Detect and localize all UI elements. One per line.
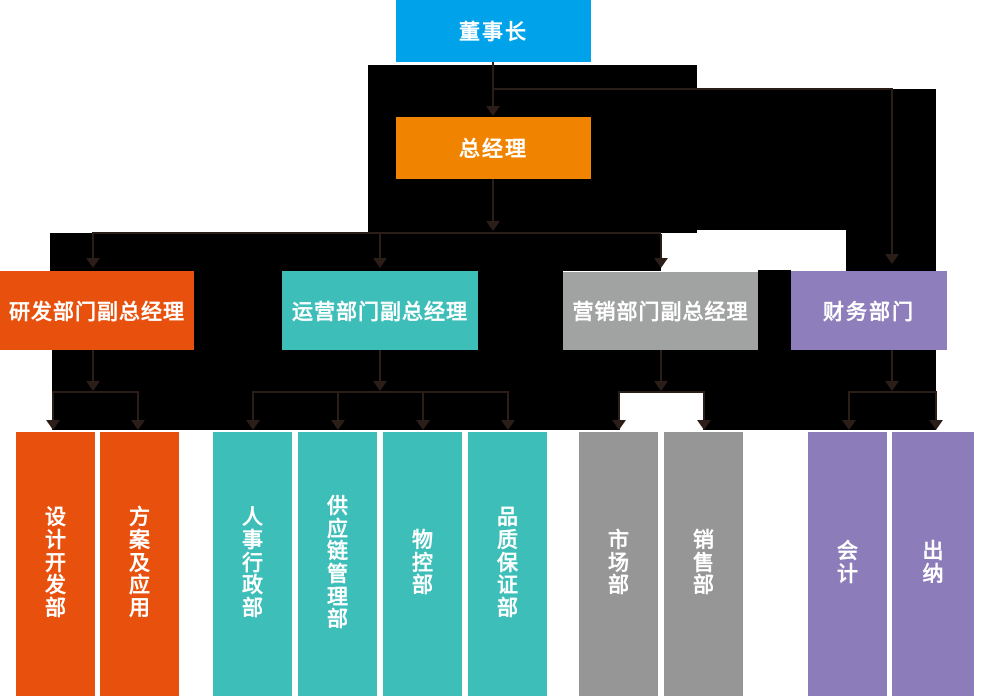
- background-block: [758, 270, 791, 350]
- arrow-down-icon: [486, 106, 500, 116]
- connector-line: [848, 391, 937, 393]
- connector-line: [422, 393, 424, 421]
- dept-column-material-ctrl: 物控部: [383, 432, 462, 696]
- arrow-down-icon: [373, 381, 387, 391]
- arrow-down-icon: [885, 381, 899, 391]
- connector-line: [507, 393, 509, 421]
- arrow-down-icon: [612, 420, 626, 430]
- org-node-operations-vp: 运营部门副总经理: [282, 271, 478, 350]
- arrow-down-icon: [697, 420, 711, 430]
- dept-column-label: 设计开发部: [45, 506, 66, 620]
- connector-line: [660, 234, 662, 260]
- arrow-down-icon: [331, 420, 345, 430]
- arrow-down-icon: [246, 420, 260, 430]
- connector-line: [252, 391, 509, 393]
- connector-line: [703, 393, 705, 421]
- connector-line: [337, 393, 339, 421]
- connector-line: [92, 350, 94, 383]
- dept-column-cashier: 出纳: [892, 432, 974, 696]
- org-node-label: 营销部门副总经理: [572, 301, 749, 324]
- connector-line: [618, 391, 705, 393]
- dept-column-sales: 销售部: [664, 432, 743, 696]
- background-gap: [620, 393, 703, 430]
- connector-line: [891, 88, 893, 256]
- dept-column-quality: 品质保证部: [468, 432, 547, 696]
- arrow-down-icon: [654, 258, 668, 268]
- dept-column-label: 方案及应用: [129, 506, 150, 620]
- connector-line: [492, 88, 893, 90]
- dept-column-label: 会计: [837, 540, 858, 586]
- dept-column-hr-admin: 人事行政部: [213, 432, 292, 696]
- connector-line: [92, 234, 94, 260]
- connector-line: [848, 393, 850, 421]
- connector-line: [891, 350, 893, 383]
- org-node-label: 财务部门: [823, 300, 915, 324]
- arrow-down-icon: [842, 420, 856, 430]
- dept-column-design-dev: 设计开发部: [16, 432, 95, 696]
- connector-line: [660, 350, 662, 383]
- connector-line: [92, 232, 661, 234]
- org-node-label: 研发部门副总经理: [9, 300, 185, 324]
- arrow-down-icon: [885, 254, 899, 264]
- arrow-down-icon: [501, 420, 515, 430]
- connector-line: [52, 391, 139, 393]
- connector-line: [379, 234, 381, 260]
- connector-line: [492, 62, 494, 110]
- connector-line: [618, 393, 620, 421]
- arrow-down-icon: [486, 221, 500, 231]
- dept-column-label: 物控部: [412, 528, 433, 598]
- connector-line: [137, 393, 139, 421]
- arrow-down-icon: [86, 258, 100, 268]
- org-node-finance-dept: 财务部门: [791, 271, 947, 350]
- connector-line: [379, 350, 381, 383]
- dept-column-label: 销售部: [693, 528, 714, 598]
- org-node-label: 总经理: [459, 138, 528, 161]
- org-node-chairman: 董事长: [396, 0, 591, 62]
- dept-column-accounting: 会计: [808, 432, 887, 696]
- org-node-marketing-vp: 营销部门副总经理: [563, 272, 758, 350]
- arrow-down-icon: [46, 420, 60, 430]
- background-block: [194, 270, 282, 350]
- connector-line: [935, 393, 937, 421]
- dept-column-solutions: 方案及应用: [100, 432, 179, 696]
- background-block: [52, 350, 936, 430]
- dept-column-label: 品质保证部: [497, 506, 518, 620]
- connector-line: [492, 179, 494, 223]
- arrow-down-icon: [373, 258, 387, 268]
- dept-column-supply-chain: 供应链管理部: [298, 432, 377, 696]
- org-node-label: 董事长: [459, 21, 528, 44]
- background-block: [656, 89, 936, 230]
- arrow-down-icon: [929, 420, 943, 430]
- arrow-down-icon: [86, 381, 100, 391]
- connector-line: [52, 393, 54, 421]
- connector-line: [252, 393, 254, 421]
- org-node-rd-vp: 研发部门副总经理: [0, 271, 194, 350]
- dept-column-label: 供应链管理部: [327, 494, 348, 632]
- org-node-general-manager: 总经理: [396, 117, 591, 179]
- dept-column-label: 出纳: [922, 540, 944, 586]
- arrow-down-icon: [131, 420, 145, 430]
- dept-column-label: 人事行政部: [242, 506, 263, 620]
- org-node-label: 运营部门副总经理: [292, 300, 468, 324]
- dept-column-label: 市场部: [608, 528, 629, 598]
- arrow-down-icon: [654, 381, 668, 391]
- dept-column-market: 市场部: [579, 432, 658, 696]
- background-block: [50, 233, 661, 271]
- background-block: [478, 270, 563, 350]
- arrow-down-icon: [416, 420, 430, 430]
